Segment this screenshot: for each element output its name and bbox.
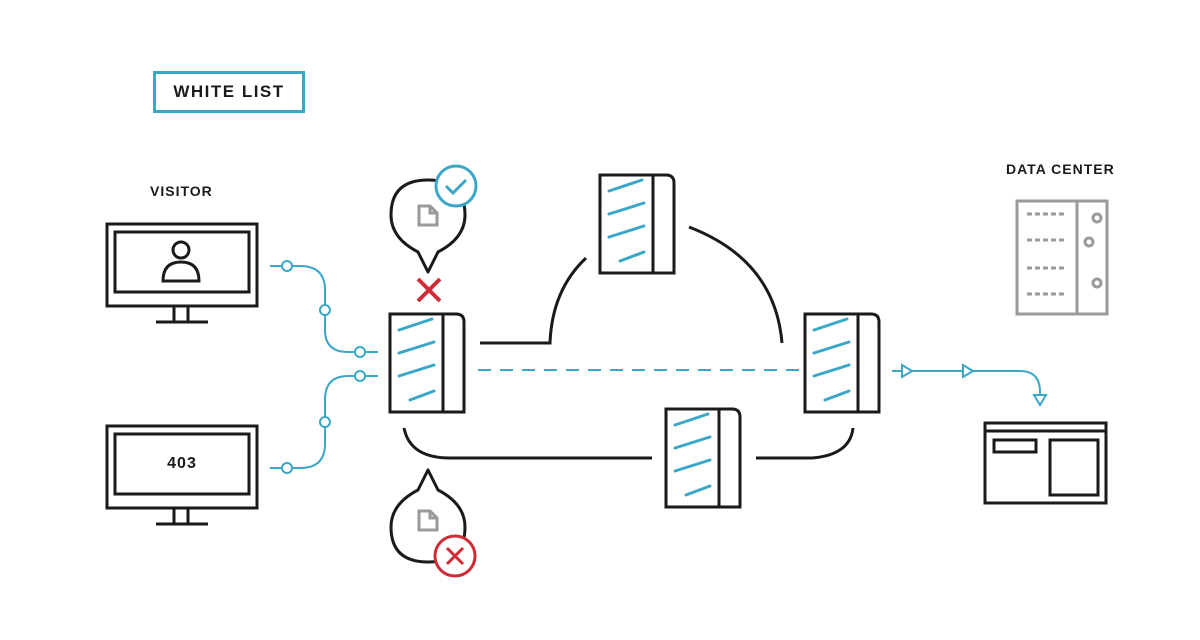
- accepted-request-bubble: [389, 164, 478, 274]
- user-icon: [161, 240, 201, 283]
- firewall-bottom: [664, 407, 742, 509]
- check-icon: [434, 164, 478, 208]
- document-icon: [417, 509, 439, 532]
- browser-window-icon: [983, 421, 1108, 505]
- rejected-request-bubble: [389, 468, 477, 578]
- white-list-title: WHITE LIST: [173, 82, 285, 101]
- visitor-label: VISITOR: [150, 183, 213, 199]
- server-icon: [1015, 199, 1109, 316]
- data-center-label: DATA CENTER: [1006, 161, 1115, 177]
- firewall-right: [803, 312, 881, 414]
- firewall-top: [598, 173, 676, 275]
- white-list-badge: WHITE LIST: [153, 71, 305, 113]
- network-links: [402, 225, 855, 460]
- denied-request-line: [270, 370, 378, 474]
- output-flow-line: [892, 363, 1048, 407]
- deny-icon: [433, 534, 477, 578]
- visitor-request-line: [270, 260, 378, 358]
- document-icon: [417, 204, 439, 227]
- firewall-main: [388, 312, 466, 414]
- cross-icon: [416, 277, 442, 303]
- denied-monitor: [105, 424, 259, 526]
- visitor-monitor: [105, 222, 259, 324]
- error-code-text: 403: [167, 455, 197, 472]
